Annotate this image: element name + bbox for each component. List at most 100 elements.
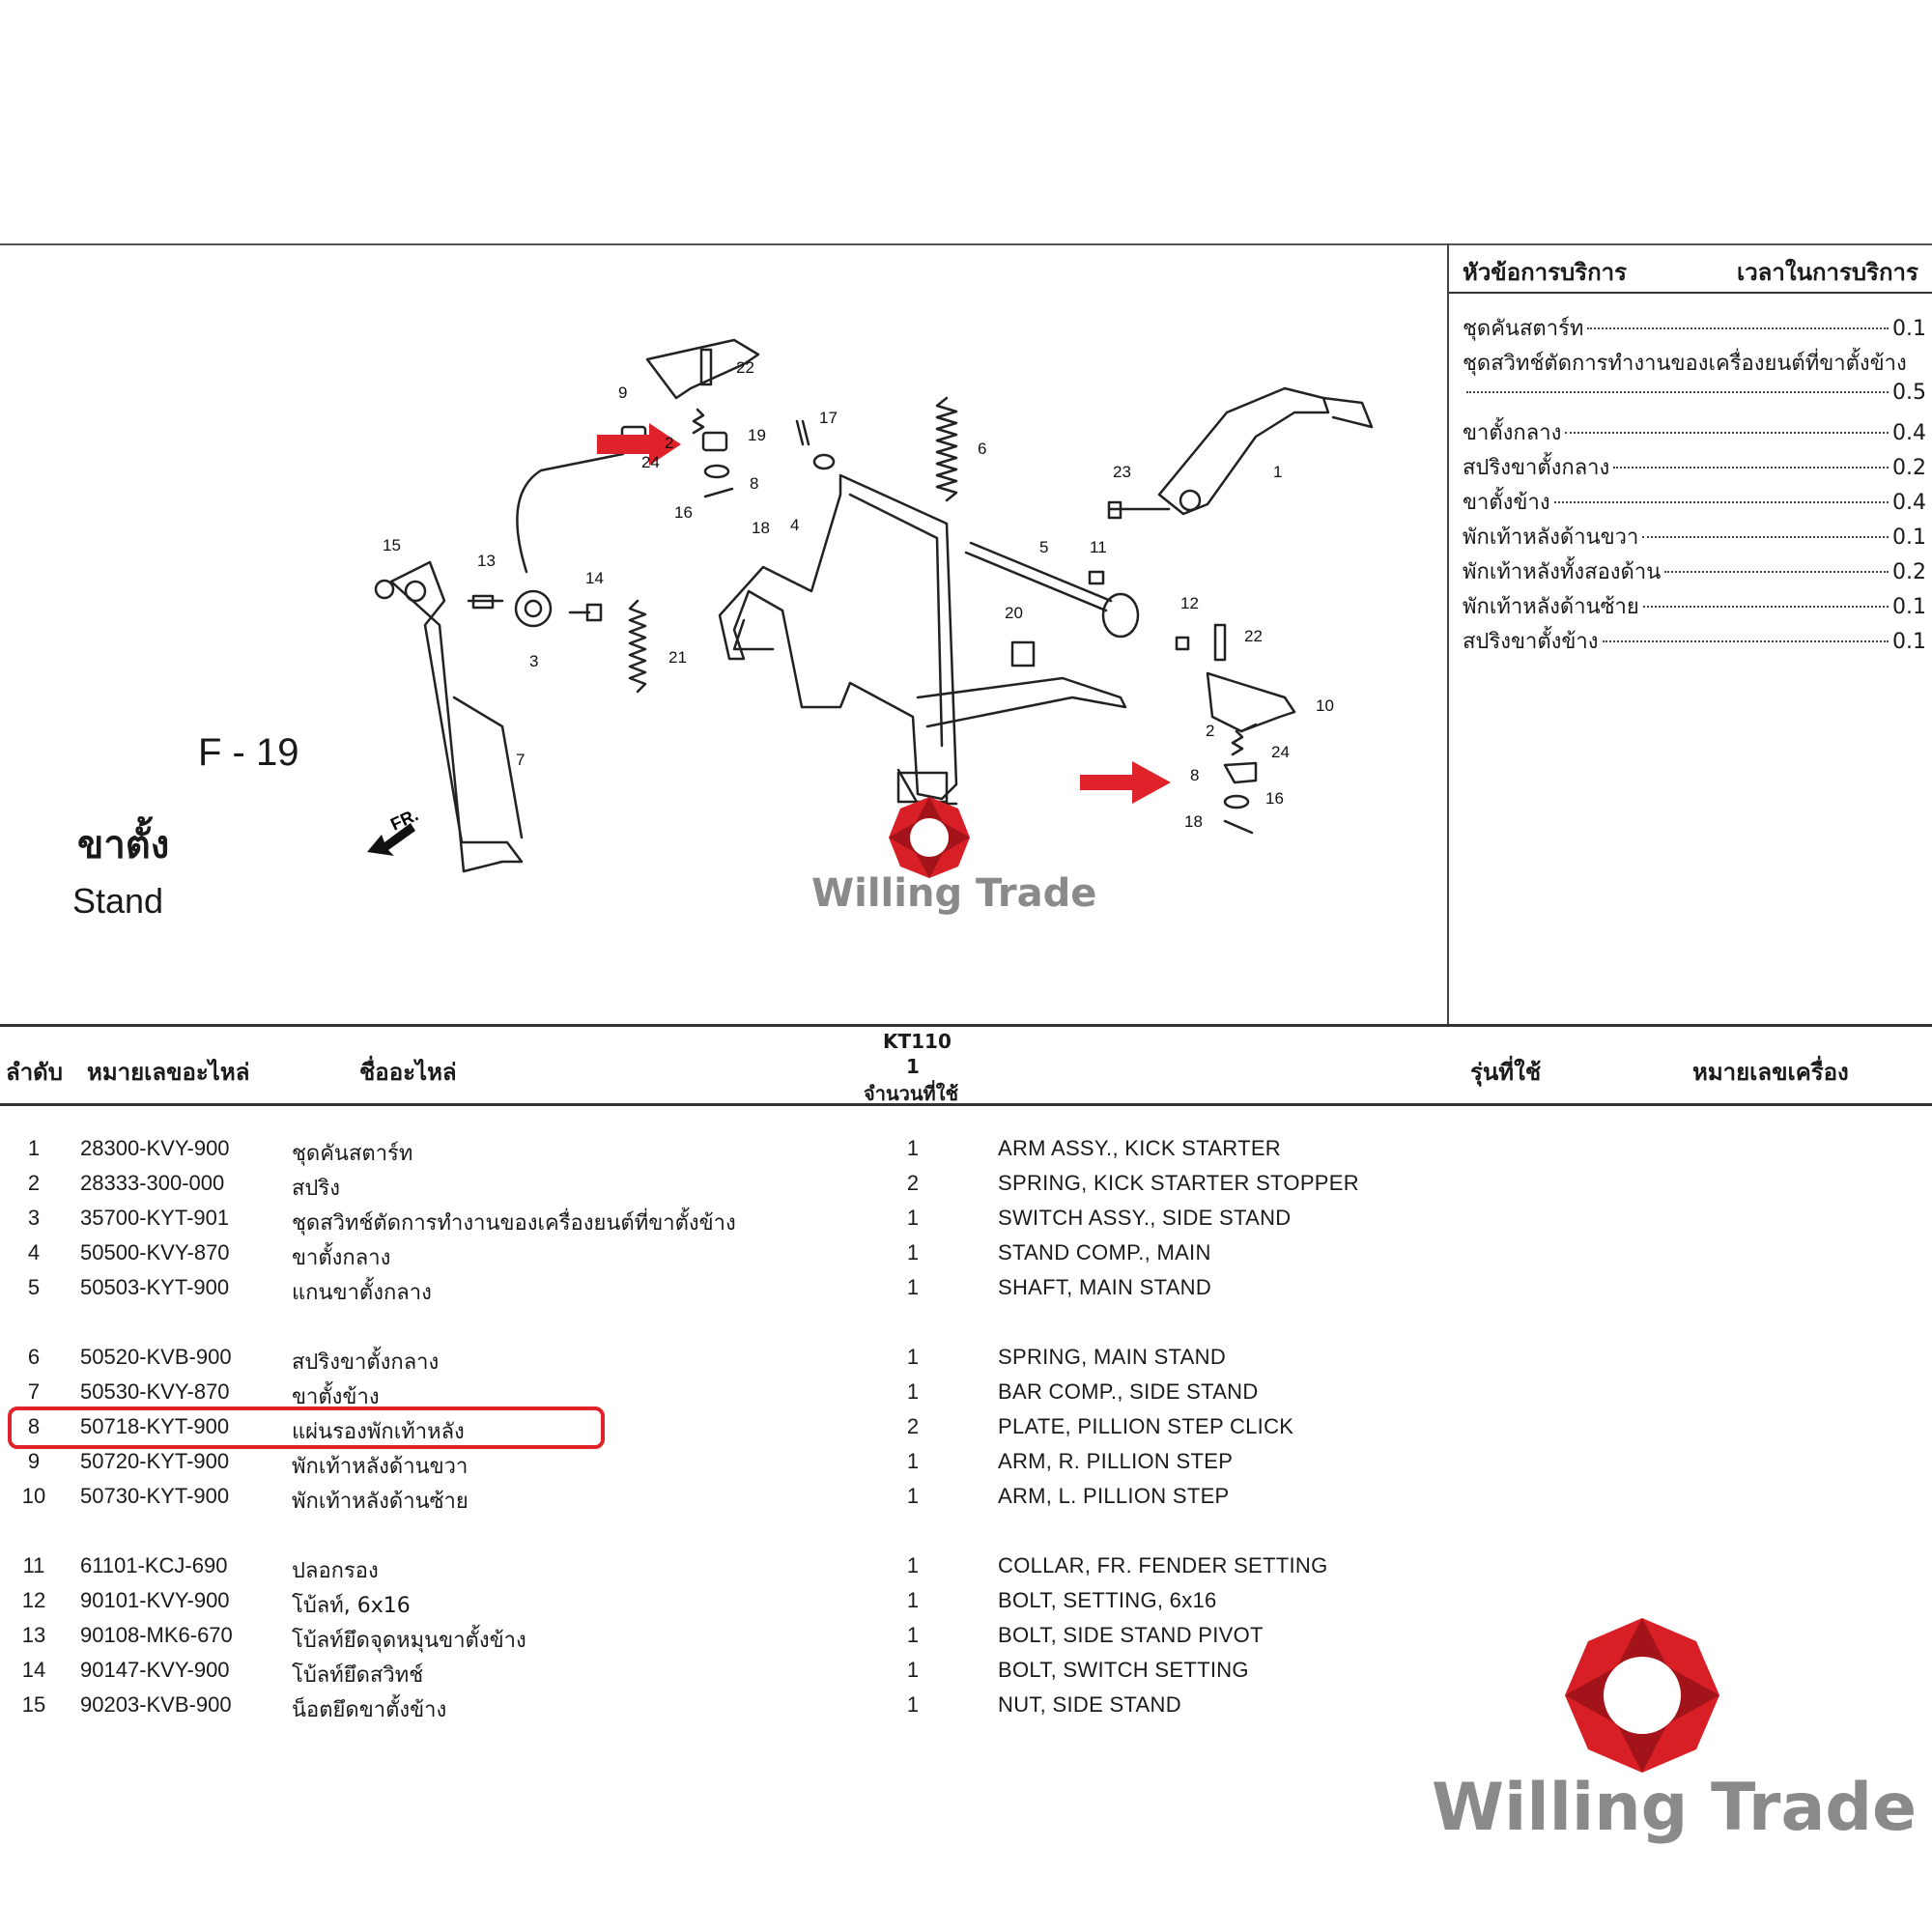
callout-18: 18 [752, 519, 770, 537]
right-pillion-step [645, 338, 760, 498]
callout-11: 11 [1090, 538, 1107, 556]
front-label: FR. [387, 805, 421, 834]
side-stand-switch [467, 425, 647, 628]
arrow-right-icon [597, 423, 681, 466]
bolt-12-part [1175, 636, 1190, 651]
callout-2: 2 [665, 434, 673, 452]
callout-14: 14 [585, 569, 604, 587]
callout-15: 15 [383, 536, 401, 554]
col-header-model-sub: 1 [906, 1055, 920, 1078]
callout-24-b: 24 [1271, 743, 1290, 761]
side-stand-spring [628, 599, 647, 694]
callout-6: 6 [978, 440, 986, 458]
callout-9: 9 [618, 384, 627, 402]
service-item: ชุดสวิทช์ตัดการทำงานของเครื่องยนต์ที่ขาต… [1463, 352, 1907, 376]
brand-logo-large-icon [1565, 1618, 1719, 1773]
row-highlight-box [8, 1406, 605, 1449]
left-pillion-step [1206, 671, 1296, 835]
main-stand-frame [718, 473, 1127, 806]
callout-3: 3 [529, 652, 538, 670]
callout-23: 23 [1113, 463, 1131, 481]
callout-22: 22 [736, 358, 754, 377]
nut-15-part [374, 579, 395, 600]
callout-21: 21 [668, 648, 687, 667]
front-arrow-icon [367, 823, 415, 856]
figure-code: F - 19 [198, 731, 299, 774]
table-header-rule [0, 1103, 1932, 1106]
figure-title-english: Stand [72, 881, 164, 921]
brand-logo-icon [889, 797, 970, 878]
callout-8: 8 [750, 474, 758, 493]
main-stand-spring [935, 396, 958, 502]
col-header-no: ลำดับ [6, 1059, 64, 1086]
washer-17-part [812, 453, 836, 470]
service-header-rule [1449, 292, 1932, 294]
callout-22-b: 22 [1244, 627, 1263, 645]
side-stand-bar [389, 560, 524, 873]
col-header-part-name: ชื่ออะไหล่ [359, 1059, 457, 1086]
col-header-model: KT110 [883, 1030, 952, 1053]
table-top-rule [0, 1024, 1932, 1027]
callout-24: 24 [641, 453, 660, 471]
callout-1: 1 [1273, 463, 1282, 481]
callout-13: 13 [477, 552, 496, 570]
col-header-qty: จำนวนที่ใช้ [864, 1082, 959, 1105]
callout-2-b: 2 [1206, 722, 1214, 740]
callout-10: 10 [1316, 696, 1334, 715]
service-item: 0.5 [1463, 381, 1926, 405]
col-header-applicable: รุ่นที่ใช้ [1470, 1059, 1542, 1086]
bracket-20-part [1010, 640, 1036, 668]
callout-7: 7 [516, 751, 525, 769]
service-time-header: เวลาในการบริการ [1737, 259, 1918, 286]
kick-starter-arm [1107, 386, 1374, 520]
service-topic-header: หัวข้อการบริการ [1463, 259, 1628, 286]
callout-19: 19 [748, 426, 766, 444]
arrow-right-icon-lower [1080, 761, 1171, 804]
callout-20: 20 [1005, 604, 1023, 622]
pin-19-part [795, 419, 810, 446]
callout-16: 16 [674, 503, 693, 522]
callout-17: 17 [819, 409, 838, 427]
main-stand-shaft [964, 541, 1113, 612]
callout-18-b: 18 [1184, 812, 1203, 831]
brand-logo-text: Willing Trade [1432, 1770, 1918, 1846]
callout-5: 5 [1039, 538, 1048, 556]
parts-illustration: FR. 1 2 2 3 4 5 6 7 8 8 9 10 11 12 13 14… [367, 338, 1374, 878]
exploded-diagram: F - 19 ขาตั้ง Stand [0, 243, 1447, 1024]
callout-12: 12 [1180, 594, 1199, 612]
col-header-part-no: หมายเลขอะไหล่ [87, 1059, 250, 1086]
callout-8-b: 8 [1190, 766, 1199, 784]
callout-16-b: 16 [1265, 789, 1284, 808]
top-rule [0, 243, 1932, 245]
service-time-panel: หัวข้อการบริการ เวลาในการบริการ ชุดคันสต… [1449, 243, 1932, 1024]
callout-4: 4 [790, 516, 799, 534]
figure-title-thai: ขาตั้ง [77, 823, 170, 867]
panel-divider [1447, 243, 1449, 1024]
collar-11-part [1088, 570, 1105, 585]
brand-watermark-text: Willing Trade [811, 871, 1097, 916]
col-header-engine-no: หมายเลขเครื่อง [1692, 1059, 1849, 1086]
